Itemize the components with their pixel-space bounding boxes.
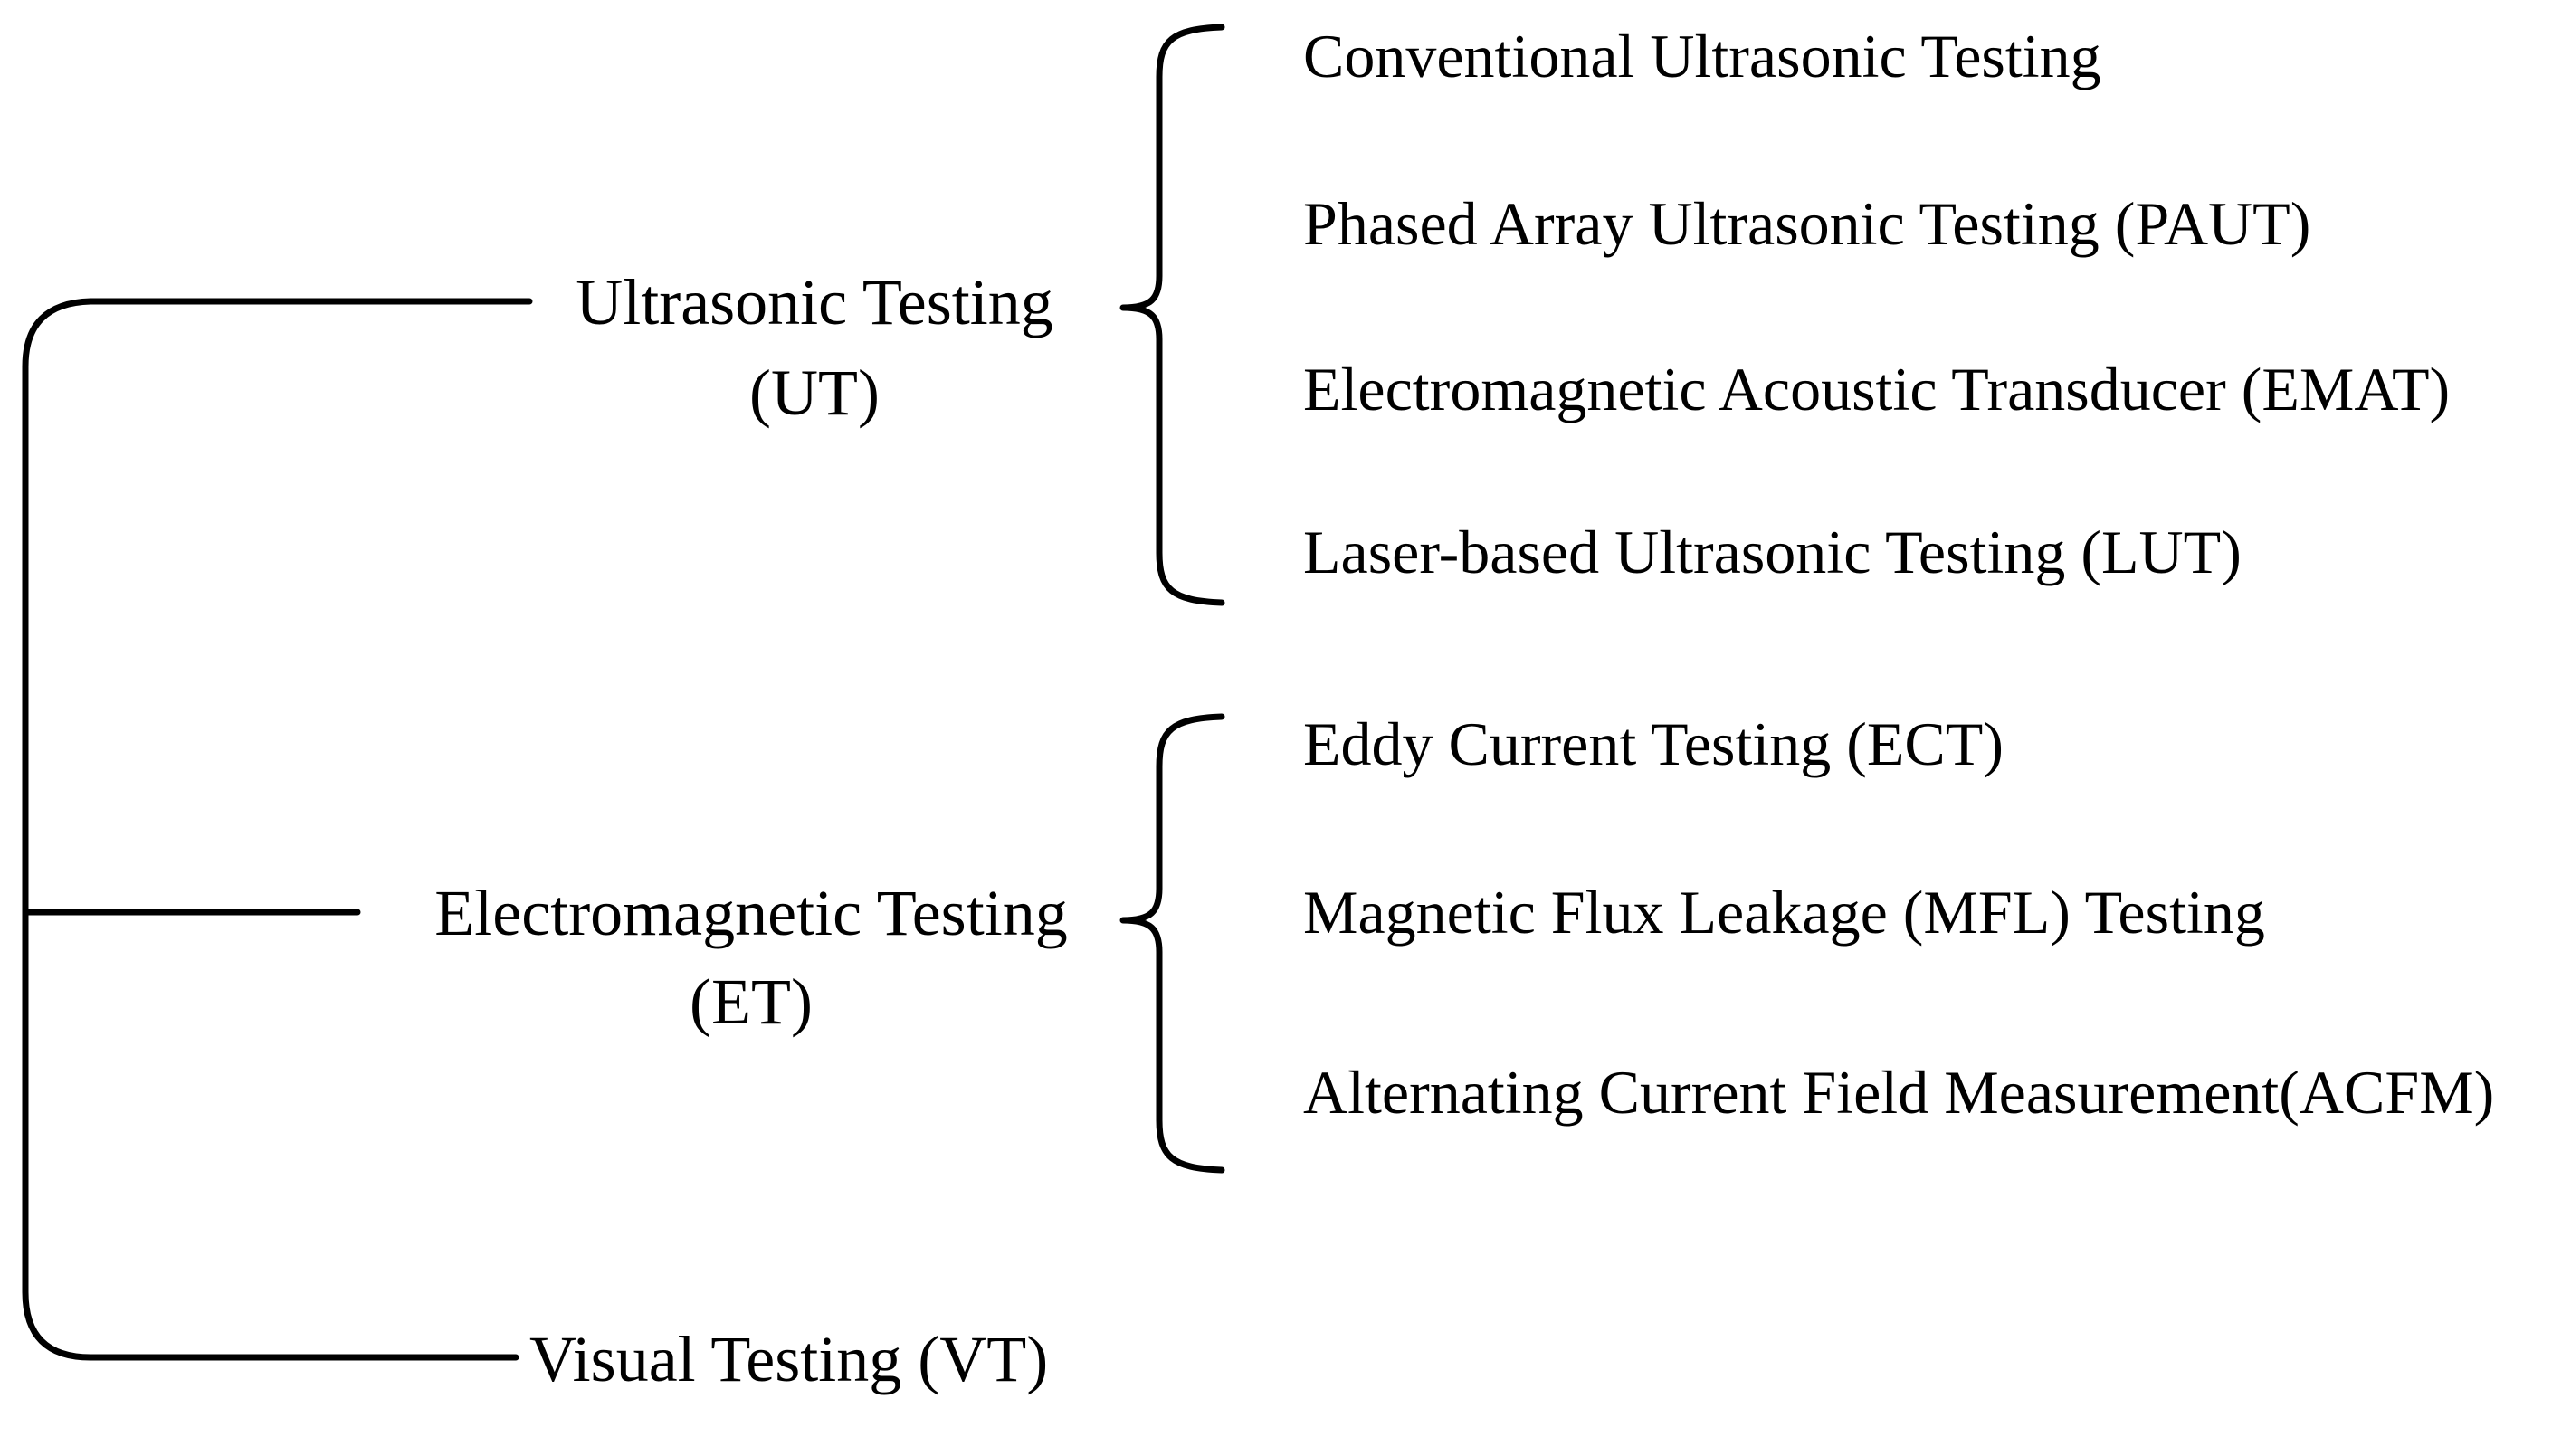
trunk-connector-line	[22, 298, 533, 1361]
leaf-alternating-current-field-measurement: Alternating Current Field Measurement(AC…	[1303, 1058, 2494, 1127]
et-brace	[1119, 713, 1225, 1174]
group-label-electromagnetic-testing: Electromagnetic Testing	[434, 877, 1067, 949]
leaf-phased-array-ultrasonic-testing: Phased Array Ultrasonic Testing (PAUT)	[1303, 189, 2310, 258]
group-abbr-ut: (UT)	[749, 357, 880, 429]
leaf-conventional-ultrasonic-testing: Conventional Ultrasonic Testing	[1303, 22, 2101, 90]
ut-brace	[1119, 24, 1225, 606]
leaf-electromagnetic-acoustic-transducer: Electromagnetic Acoustic Transducer (EMA…	[1303, 355, 2450, 423]
group-abbr-et: (ET)	[690, 966, 813, 1038]
leaf-magnetic-flux-leakage-testing: Magnetic Flux Leakage (MFL) Testing	[1303, 878, 2265, 947]
leaf-eddy-current-testing: Eddy Current Testing (ECT)	[1303, 709, 2004, 778]
leaf-laser-based-ultrasonic-testing: Laser-based Ultrasonic Testing (LUT)	[1303, 518, 2242, 586]
group-label-ultrasonic-testing: Ultrasonic Testing	[576, 266, 1053, 338]
group-label-visual-testing: Visual Testing (VT)	[529, 1323, 1048, 1395]
